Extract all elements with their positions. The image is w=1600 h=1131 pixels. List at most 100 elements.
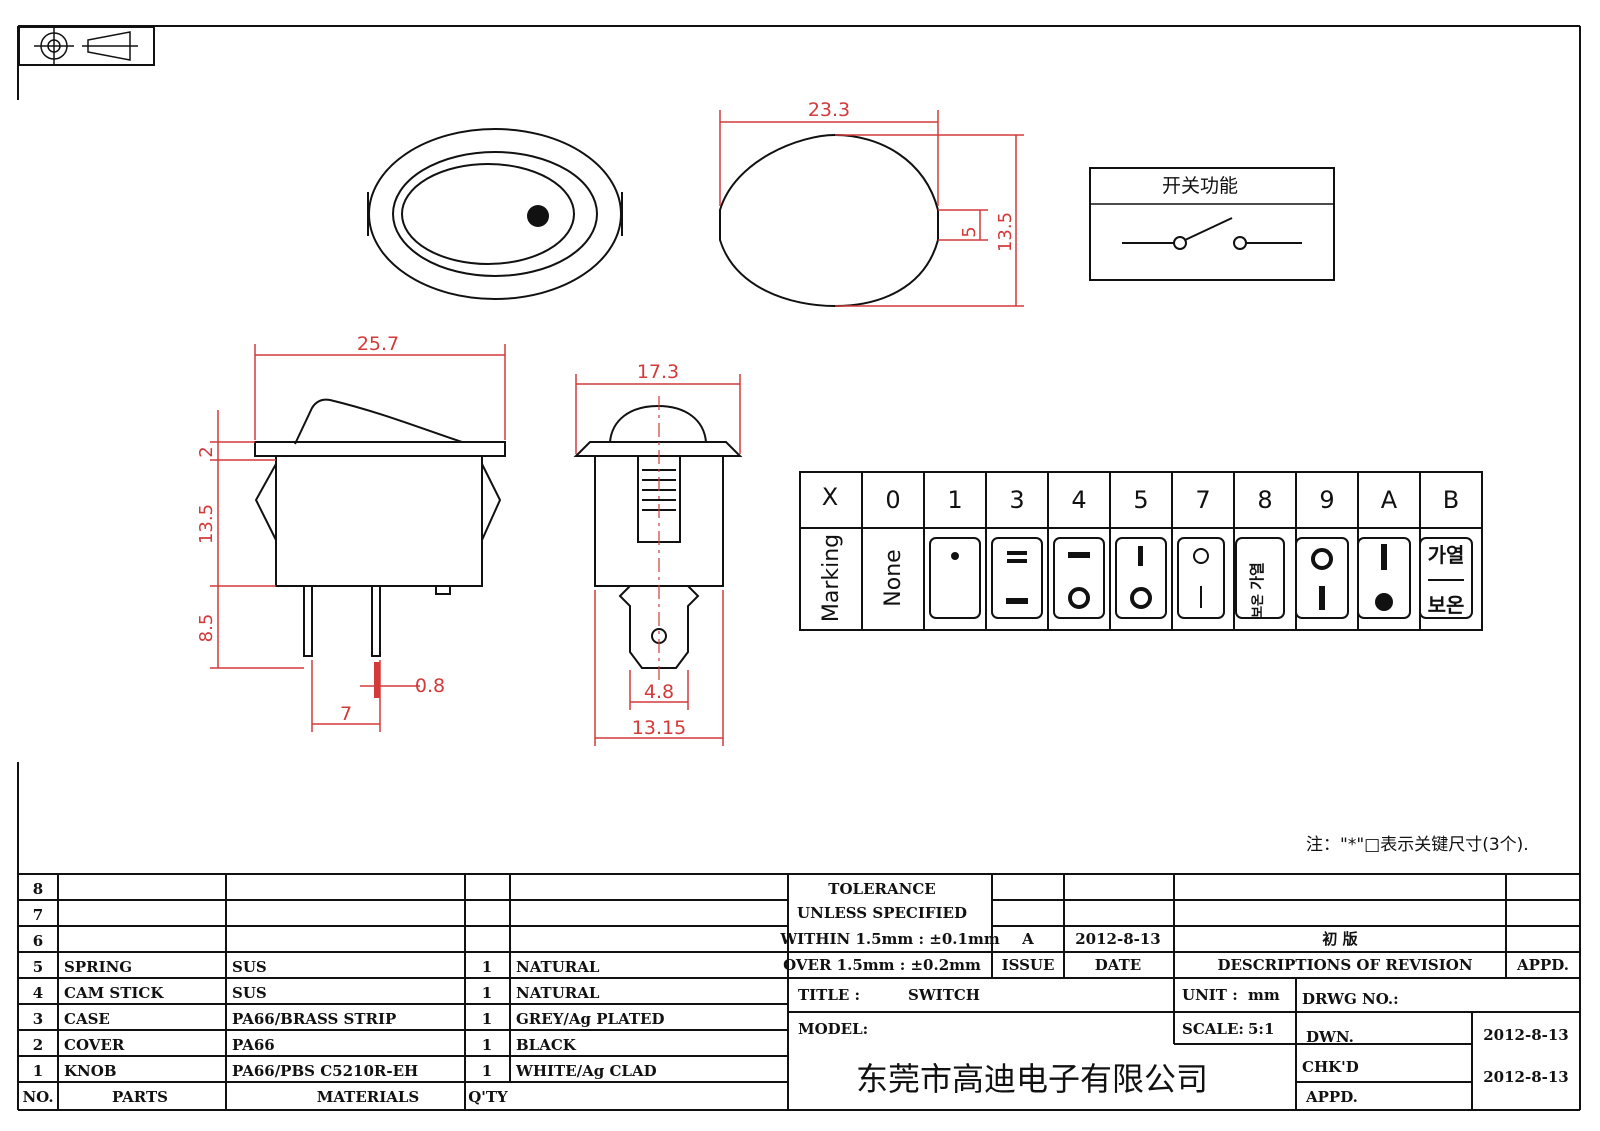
front-view: 17.3 4.8 13.15 xyxy=(573,361,743,746)
side-view: 25.7 2 13.5 8.5 0.8 7 xyxy=(196,333,506,732)
projection-symbol-icon xyxy=(18,26,155,66)
unit-label: UNIT : xyxy=(1182,986,1238,1004)
appd2-label: APPD. xyxy=(1305,1088,1358,1106)
marking-row-label: Marking xyxy=(819,534,844,622)
bom-cell-qty: 1 xyxy=(482,1062,492,1080)
dim-front-width: 17.3 xyxy=(637,361,679,383)
revision-label: DESCRIPTIONS OF REVISION xyxy=(1217,956,1472,974)
switch-symbol-icon xyxy=(1122,217,1302,250)
bom-cell-qty: 1 xyxy=(482,984,492,1002)
marking-code-1: 1 xyxy=(947,486,962,514)
dim-side-width: 25.7 xyxy=(357,333,399,355)
switch-function-box: 开关功能 xyxy=(1089,167,1335,281)
marking-symbol-9 xyxy=(1295,537,1349,619)
dim-terminal-thickness: 0.8 xyxy=(415,675,445,697)
scale-label: SCALE: xyxy=(1182,1020,1244,1038)
appd-label: APPD. xyxy=(1516,956,1569,974)
bom-cell-part: SPRING xyxy=(64,958,132,976)
top-outline-view: 23.3 5 13.5 xyxy=(719,99,1024,308)
marking-symbol-b: 가열 보온 xyxy=(1419,537,1473,619)
dim-side-body-height: 13.5 xyxy=(196,504,217,544)
marking-8-bottom: 보온 xyxy=(1251,594,1266,618)
key-dimension-note: 注："*"□表示关键尺寸(3个). xyxy=(1306,835,1529,855)
marking-header-x: X xyxy=(822,483,838,511)
date-label: DATE xyxy=(1095,956,1141,974)
title-block-grid xyxy=(18,873,1580,1110)
bom-cell-material: PA66/BRASS STRIP xyxy=(232,1010,396,1028)
bom-cell-material: SUS xyxy=(232,958,267,976)
marking-b-bottom: 보온 xyxy=(1428,593,1465,617)
dim-top-height: 13.5 xyxy=(995,212,1016,252)
marking-code-5: 5 xyxy=(1133,486,1148,514)
dim-side-top-height: 2 xyxy=(196,446,217,457)
marking-code-8: 8 xyxy=(1257,486,1272,514)
chkd-label: CHK'D xyxy=(1302,1058,1359,1076)
switch-function-title: 开关功能 xyxy=(1162,175,1238,197)
bom-header-qty: Q'TY xyxy=(468,1088,508,1106)
indicator-dot-icon xyxy=(527,205,549,227)
issue-value: A xyxy=(1021,930,1034,948)
marking-b-top: 가열 xyxy=(1428,543,1465,567)
bom-cell-no: 4 xyxy=(33,984,43,1002)
marking-code-0: 0 xyxy=(885,486,900,514)
drawing-border xyxy=(17,25,1581,1111)
tolerance-line3: WITHIN 1.5mm : ±0.1mm xyxy=(779,930,1000,948)
drwg-label: DRWG NO.: xyxy=(1302,990,1399,1008)
bom-cell-part: KNOB xyxy=(64,1062,117,1080)
bom-row: 8 xyxy=(33,880,43,898)
marking-none-label: None xyxy=(881,549,906,606)
bom-cell-part: COVER xyxy=(64,1036,125,1054)
marking-code-9: 9 xyxy=(1319,486,1334,514)
dim-terminal-pitch: 7 xyxy=(340,703,352,725)
revision-value: 初 版 xyxy=(1322,930,1357,948)
bom-cell-no: 3 xyxy=(33,1010,43,1028)
bom-cell-no: 5 xyxy=(33,958,43,976)
chkd-date: 2012-8-13 xyxy=(1483,1068,1569,1086)
bom-header-parts: PARTS xyxy=(112,1088,168,1106)
marking-symbol-3 xyxy=(991,537,1043,619)
bom-cell-no: 6 xyxy=(33,932,43,950)
bom-cell-color: WHITE/Ag CLAD xyxy=(515,1062,657,1080)
bom-cell-no: 2 xyxy=(33,1036,43,1054)
tolerance-line1: TOLERANCE xyxy=(828,880,935,898)
title-value: SWITCH xyxy=(908,986,980,1004)
top-view-knob xyxy=(367,128,623,300)
bom-cell-color: GREY/Ag PLATED xyxy=(516,1010,665,1028)
bom-row: 7 xyxy=(33,906,43,924)
marking-symbol-5 xyxy=(1115,537,1167,619)
dim-front-base-width: 13.15 xyxy=(632,717,686,739)
marking-code-3: 3 xyxy=(1009,486,1024,514)
bom-cell-part: CASE xyxy=(64,1010,110,1028)
bom-header-no: NO. xyxy=(22,1088,53,1106)
bom-header-materials: MATERIALS xyxy=(317,1088,420,1106)
bom-cell-no: 7 xyxy=(33,906,43,924)
bom-cell-material: PA66 xyxy=(232,1036,275,1054)
marking-symbol-7 xyxy=(1177,537,1225,619)
bom-cell-qty: 1 xyxy=(482,1010,492,1028)
bom-cell-no: 1 xyxy=(33,1062,43,1080)
bom-cell-qty: 1 xyxy=(482,1036,492,1054)
dwn-label: DWN. xyxy=(1306,1028,1354,1046)
marking-symbol-4 xyxy=(1053,537,1105,619)
scale-value: 5:1 xyxy=(1248,1020,1274,1038)
marking-symbol-1 xyxy=(929,537,981,619)
bom-cell-material: SUS xyxy=(232,984,267,1002)
marking-code-b: B xyxy=(1443,486,1459,514)
dwn-date: 2012-8-13 xyxy=(1483,1026,1569,1044)
model-label: MODEL: xyxy=(798,1020,868,1038)
marking-code-a: A xyxy=(1381,486,1398,514)
dim-top-inner-height: 5 xyxy=(959,226,980,237)
marking-8-top: 가열 xyxy=(1248,562,1266,590)
dim-front-terminal-width: 4.8 xyxy=(644,681,674,703)
bom-row: 6 xyxy=(33,932,43,950)
issue-label: ISSUE xyxy=(1002,956,1055,974)
title-label: TITLE : xyxy=(798,986,860,1004)
tolerance-line4: OVER 1.5mm : ±0.2mm xyxy=(783,956,981,974)
company-name: 东莞市高迪电子有限公司 xyxy=(856,1060,1208,1098)
